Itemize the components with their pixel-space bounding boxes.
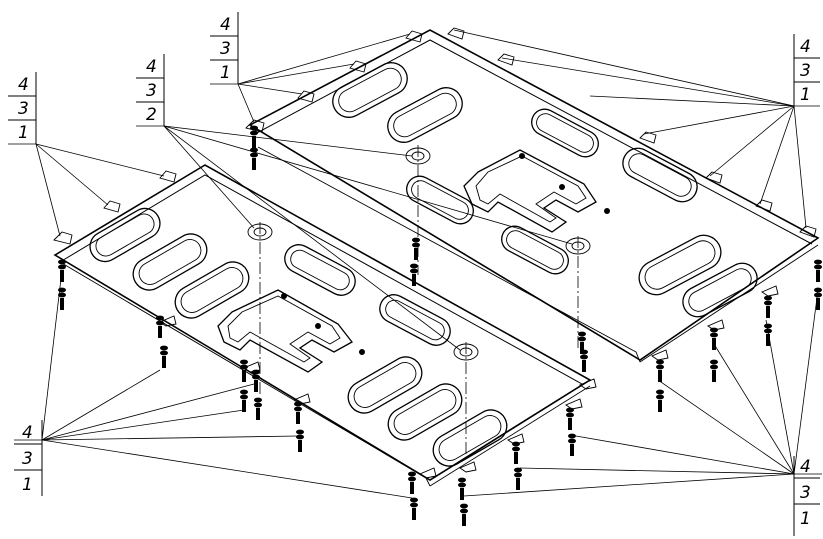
bolt [568,433,576,456]
bolt [458,477,466,500]
callout-line-1: 4 [800,457,811,477]
bolt [512,441,520,464]
callout-line-1: 4 [800,37,811,57]
callout-bottom-right: 4 3 1 [793,456,820,536]
bolt [566,407,574,430]
bolt [578,331,586,354]
bolt [58,259,66,282]
bolt [254,397,262,420]
bolt [656,389,664,412]
bolt [656,359,664,382]
bolt [410,263,418,286]
left-plate-slots [89,207,508,467]
bolt [156,315,164,338]
callout-line-3: 1 [220,63,231,83]
callout-top-right: 4 3 1 [793,34,820,106]
bolt [296,429,304,452]
callout-line-2: 3 [146,81,157,101]
left-plate-tabs [53,170,597,479]
callout-part-2: 4 3 2 [136,54,165,126]
bolt [460,503,468,526]
bolt [294,401,302,424]
fasteners [58,125,822,526]
callout-bottom-left: 4 3 1 [14,420,43,496]
bolt [814,259,822,282]
callout-top-middle: 4 3 1 [210,12,239,84]
left-plate [53,164,597,487]
bolt [710,327,718,350]
bolt [764,323,772,346]
callout-line-3: 1 [800,85,811,105]
callout-line-3: 1 [800,509,811,529]
callout-line-1: 4 [146,57,157,77]
bolt [240,359,248,382]
callout-line-3: 2 [146,105,157,125]
right-plate-slots [332,62,758,318]
callout-line-2: 3 [220,39,231,59]
callout-line-2: 3 [22,449,33,469]
right-plate [245,27,820,363]
leader-lines [8,29,822,499]
bolt [252,369,260,392]
bolt [764,295,772,318]
bolt [412,237,420,260]
bolt [160,345,168,368]
callout-line-1: 4 [22,423,33,443]
bolt [514,467,522,490]
callout-top-left: 4 3 1 [8,72,37,144]
bolt [580,349,588,372]
bolt [408,471,416,494]
bolt [240,389,248,412]
callout-line-2: 3 [18,99,29,119]
bolt [710,359,718,382]
callout-line-1: 4 [18,75,29,95]
callout-line-2: 3 [800,483,811,503]
callout-line-3: 1 [22,475,33,495]
bolt [250,125,258,148]
callout-line-1: 4 [220,15,231,35]
callout-line-3: 1 [18,123,29,143]
bolt [410,497,418,520]
callout-line-2: 3 [800,61,811,81]
